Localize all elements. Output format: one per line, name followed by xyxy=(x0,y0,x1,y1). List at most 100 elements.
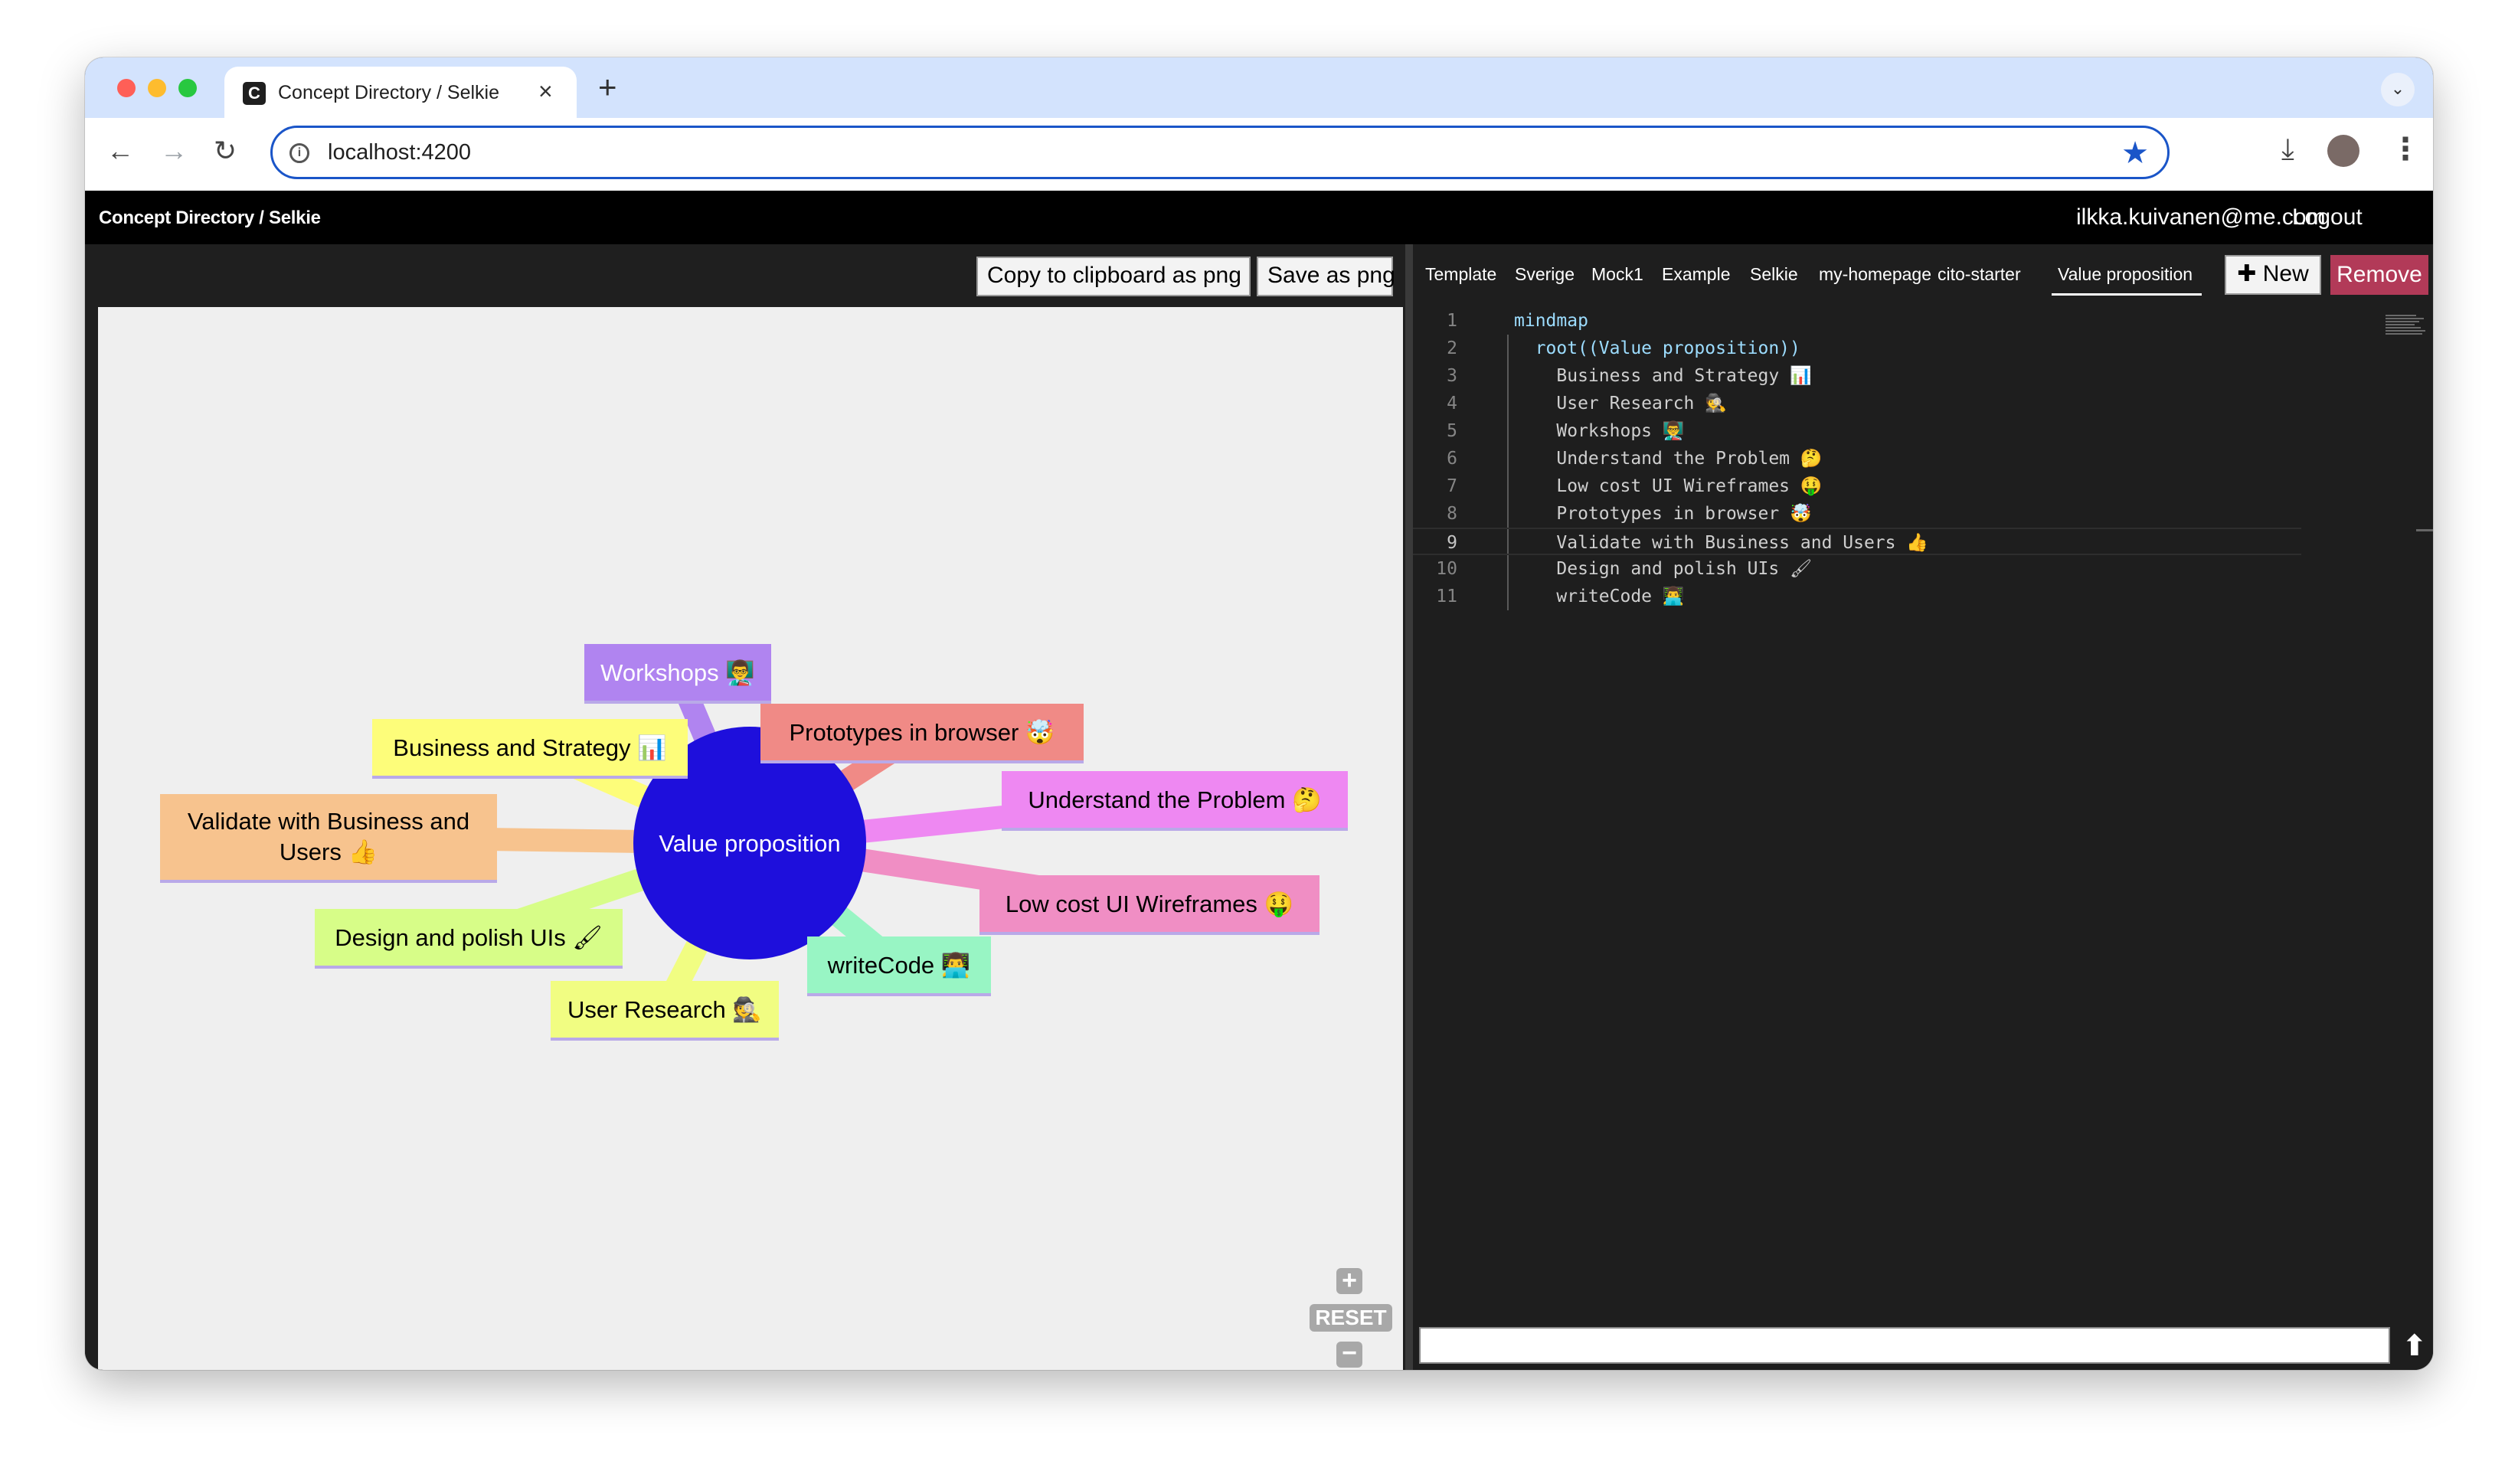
logout-link[interactable]: Logout xyxy=(2292,204,2363,230)
mindmap-node-label: Validate with Business and xyxy=(188,808,469,835)
bookmark-star-icon[interactable]: ★ xyxy=(2121,136,2149,170)
code-text: Workshops 👨‍🏫 xyxy=(1514,421,1685,441)
browser-window: C Concept Directory / Selkie × + ⌄ ← → ↻… xyxy=(85,57,2433,1370)
code-text: mindmap xyxy=(1514,311,1588,331)
address-bar[interactable]: i localhost:4200 ★ xyxy=(270,126,2170,179)
tab-mock1[interactable]: Mock1 xyxy=(1591,264,1643,284)
mindmap-node-underline xyxy=(760,760,1084,763)
line-number: 7 xyxy=(1447,476,1457,496)
code-line[interactable]: 6 Understand the Problem 🤔 xyxy=(1413,445,2301,472)
editor-pane: Template Sverige Mock1 Example Selkie my… xyxy=(1413,244,2433,1370)
code-line[interactable]: 3 Business and Strategy 📊 xyxy=(1413,362,2301,390)
mindmap-node[interactable]: Understand the Problem 🤔 xyxy=(1002,771,1348,831)
mindmap-root-label: Value proposition xyxy=(659,830,840,857)
mindmap-node-label: Business and Strategy 📊 xyxy=(393,734,666,761)
profile-avatar[interactable] xyxy=(2327,135,2359,167)
code-line[interactable]: 9 Validate with Business and Users 👍 xyxy=(1413,528,2301,555)
forward-arrow-icon[interactable]: → xyxy=(160,135,188,166)
mindmap-canvas[interactable]: Value proposition Workshops 👨‍🏫 Prototypes… xyxy=(98,307,1403,1370)
indent-guide xyxy=(1507,335,1509,610)
mindmap-node-label: Prototypes in browser 🤯 xyxy=(789,718,1055,746)
close-window-button[interactable] xyxy=(117,79,136,97)
command-input[interactable] xyxy=(1419,1327,2390,1364)
zoom-in-button[interactable]: + xyxy=(1336,1267,1362,1294)
mindmap-node[interactable]: Prototypes in browser 🤯 xyxy=(760,704,1084,763)
line-number: 2 xyxy=(1447,338,1457,358)
pane-divider[interactable] xyxy=(1405,244,1413,1370)
minimap[interactable] xyxy=(2386,315,2431,341)
tab-cito-starter[interactable]: cito-starter xyxy=(1938,264,2021,284)
line-number: 5 xyxy=(1447,421,1457,441)
mindmap-node-label: Low cost UI Wireframes 🤑 xyxy=(1006,891,1293,918)
mindmap-node-box xyxy=(551,981,779,1038)
back-arrow-icon[interactable]: ← xyxy=(106,135,134,166)
url-text[interactable]: localhost:4200 xyxy=(328,140,472,165)
code-line[interactable]: 4 User Research 🕵 xyxy=(1413,390,2301,417)
zoom-out-button[interactable]: − xyxy=(1336,1340,1362,1368)
save-as-png-button[interactable]: Save as png xyxy=(1257,257,1395,296)
code-text: Low cost UI Wireframes 🤑 xyxy=(1514,476,1823,496)
browser-toolbar: ← → ↻ i localhost:4200 ★ ⤓ ⋮ xyxy=(85,118,2433,191)
mindmap-node-box xyxy=(979,875,1319,932)
maximize-window-button[interactable] xyxy=(178,79,197,97)
tab-selkie[interactable]: Selkie xyxy=(1750,264,1798,284)
code-text: Business and Strategy 📊 xyxy=(1514,366,1812,386)
code-line[interactable]: 11 writeCode 👨‍💻 xyxy=(1413,583,2301,610)
tab-my-homepage[interactable]: my-homepage xyxy=(1819,264,1932,284)
code-line[interactable]: 7 Low cost UI Wireframes 🤑 xyxy=(1413,472,2301,500)
copy-to-clipboard-button[interactable]: Copy to clipboard as png xyxy=(976,257,1251,296)
code-line[interactable]: 10 Design and polish UIs 🖌 xyxy=(1413,555,2301,583)
new-tab-icon[interactable]: + xyxy=(598,69,617,105)
mindmap-node-underline xyxy=(807,993,991,996)
browser-tab[interactable]: C Concept Directory / Selkie × xyxy=(224,67,577,118)
line-number: 6 xyxy=(1447,449,1457,469)
tab-template[interactable]: Template xyxy=(1425,264,1497,284)
mindmap-node[interactable]: Design and polish UIs 🖌 xyxy=(315,909,623,969)
chevron-down-icon[interactable]: ⌄ xyxy=(2381,73,2415,106)
mindmap-node[interactable]: writeCode 👨‍💻 xyxy=(807,936,991,996)
mindmap-node[interactable]: Low cost UI Wireframes 🤑 xyxy=(979,875,1319,935)
code-text: Understand the Problem 🤔 xyxy=(1514,449,1823,469)
mindmap-node[interactable]: Business and Strategy 📊 xyxy=(372,719,688,779)
remove-button[interactable]: Remove xyxy=(2330,255,2428,295)
code-text: User Research 🕵 xyxy=(1514,394,1727,413)
tab-sverige[interactable]: Sverige xyxy=(1515,264,1575,284)
reload-icon[interactable]: ↻ xyxy=(214,135,237,166)
mindmap-node-label: Workshops 👨‍🏫 xyxy=(600,659,755,686)
mindmap-node[interactable]: User Research 🕵 xyxy=(551,981,779,1041)
minimize-window-button[interactable] xyxy=(148,79,166,97)
mindmap-root-node[interactable] xyxy=(633,727,866,959)
code-line[interactable]: 8 Prototypes in browser 🤯 xyxy=(1413,500,2301,528)
mindmap-node-underline xyxy=(979,932,1319,935)
user-email: ilkka.kuivanen@me.com xyxy=(2076,204,2326,230)
kebab-menu-icon[interactable]: ⋮ xyxy=(2390,132,2421,166)
download-icon[interactable]: ⤓ xyxy=(2281,133,2294,165)
mindmap-node[interactable]: Workshops 👨‍🏫 xyxy=(584,644,771,704)
code-text: writeCode 👨‍💻 xyxy=(1514,587,1685,606)
mindmap-node-label: Users 👍 xyxy=(280,838,378,865)
send-arrow-icon[interactable]: ⬆ xyxy=(2402,1330,2427,1362)
line-number: 3 xyxy=(1447,366,1457,386)
app-title: Concept Directory / Selkie xyxy=(99,208,321,228)
file-tabs: Template Sverige Mock1 Example Selkie my… xyxy=(1413,244,2433,307)
tab-value-proposition[interactable]: Value proposition xyxy=(2051,264,2202,296)
code-line[interactable]: 2 root((Value proposition)) xyxy=(1413,335,2301,362)
scroll-indicator[interactable] xyxy=(2416,529,2433,531)
close-icon[interactable]: × xyxy=(538,77,553,105)
mindmap-node-underline xyxy=(584,701,771,704)
code-line[interactable]: 5 Workshops 👨‍🏫 xyxy=(1413,417,2301,445)
info-icon[interactable]: i xyxy=(289,143,309,163)
mindmap-node-underline xyxy=(160,880,497,883)
zoom-reset-button[interactable]: RESET xyxy=(1310,1304,1392,1332)
code-text: Validate with Business and Users 👍 xyxy=(1514,533,1928,553)
line-number: 9 xyxy=(1447,533,1457,553)
new-button[interactable]: ✚ New xyxy=(2225,255,2321,295)
line-number: 10 xyxy=(1436,559,1457,579)
mindmap-node-underline xyxy=(1002,828,1348,831)
code-text: root((Value proposition)) xyxy=(1514,338,1800,358)
mindmap-node-label: User Research 🕵 xyxy=(567,995,762,1023)
tab-example[interactable]: Example xyxy=(1662,264,1731,284)
